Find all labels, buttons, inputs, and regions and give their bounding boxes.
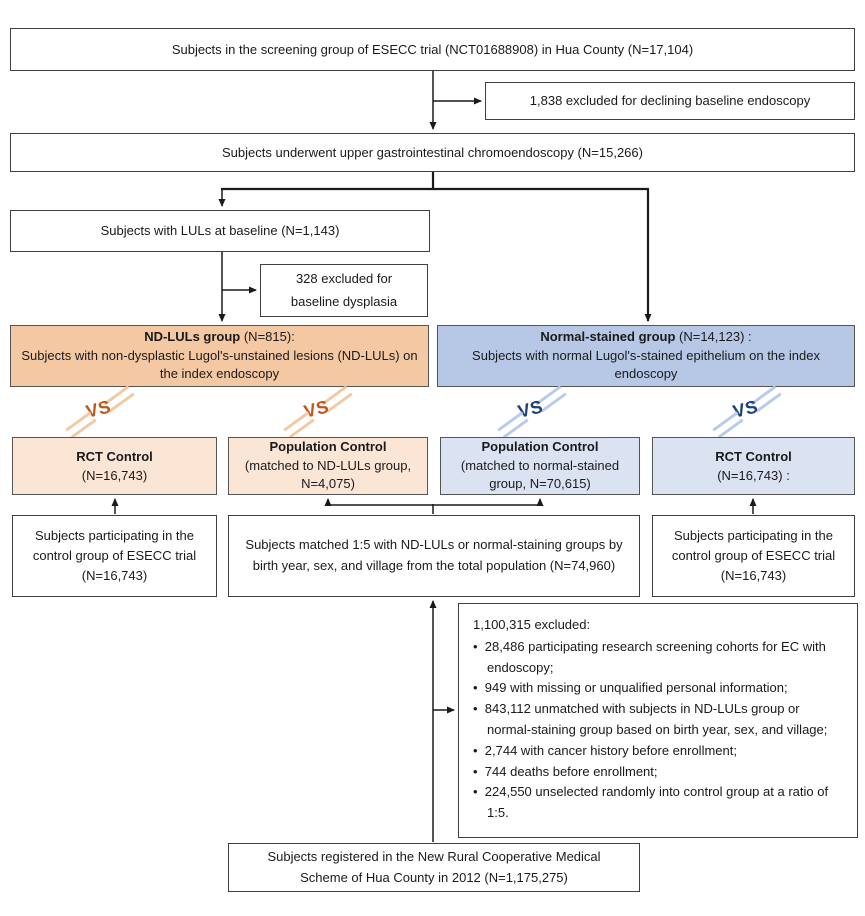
box-excluded-baseline-text: 1,838 excluded for declining baseline en…	[529, 93, 811, 109]
vs-icon: VS	[280, 385, 356, 439]
vs-icon: VS	[709, 385, 785, 439]
normal-group-title: Normal-stained group	[540, 329, 676, 345]
normal-group-body: Subjects with normal Lugol's-stained epi…	[472, 347, 820, 382]
nrcms-registry-text: Subjects registered in the New Rural Coo…	[267, 849, 601, 885]
excluded-item: 949 with missing or unqualified personal…	[473, 678, 847, 699]
excluded-dysplasia-line1: 328 excluded for	[295, 271, 393, 287]
excluded-item: 2,744 with cancer history before enrollm…	[473, 741, 847, 762]
rct-control-right-title: RCT Control	[715, 448, 792, 464]
rct-control-right-body: (N=16,743) :	[717, 468, 790, 483]
vs-stripe-icon	[283, 411, 315, 439]
excluded-item: 28,486 participating research screening …	[473, 637, 847, 679]
normal-group-title-line: Normal-stained group (N=14,123) :	[540, 328, 751, 346]
excluded-item: 744 deaths before enrollment;	[473, 762, 847, 783]
box-screening-group: Subjects in the screening group of ESECC…	[10, 28, 855, 71]
box-population-control-left: Population Control (matched to ND-LULs g…	[228, 437, 428, 495]
box-ndluls-group: ND-LULs group (N=815): Subjects with non…	[10, 325, 429, 387]
rct-control-left-body: (N=16,743)	[81, 468, 148, 483]
excluded-population-list: 28,486 participating research screening …	[473, 637, 847, 824]
box-rct-control-left: RCT Control (N=16,743)	[12, 437, 217, 495]
esecc-control-right-text: Subjects participating in the control gr…	[671, 527, 836, 584]
vs-icon: VS	[62, 385, 138, 439]
esecc-control-left-text: Subjects participating in the control gr…	[32, 527, 197, 584]
vs-stripe-icon	[497, 411, 529, 439]
pop-control-left-body: (matched to ND-LULs group, N=4,075)	[244, 457, 412, 492]
ndluls-group-body: Subjects with non-dysplastic Lugol's-uns…	[21, 347, 418, 382]
box-chromoendoscopy: Subjects underwent upper gastrointestina…	[10, 133, 855, 172]
box-screening-text: Subjects in the screening group of ESECC…	[171, 41, 694, 57]
pop-control-right-body: (matched to normal-stained group, N=70,6…	[460, 457, 620, 492]
box-chromoendoscopy-text: Subjects underwent upper gastrointestina…	[222, 144, 643, 160]
ndluls-group-title: ND-LULs group	[144, 329, 241, 345]
excluded-dysplasia-line2: baseline dysplasia	[290, 293, 398, 309]
vs-stripe-icon	[65, 411, 97, 439]
box-excluded-dysplasia: 328 excluded for baseline dysplasia	[260, 264, 428, 317]
box-nrcms-registry: Subjects registered in the New Rural Coo…	[228, 843, 640, 892]
box-luls-baseline: Subjects with LULs at baseline (N=1,143)	[10, 210, 430, 252]
box-matched-population: Subjects matched 1:5 with ND-LULs or nor…	[228, 515, 640, 597]
box-luls-baseline-text: Subjects with LULs at baseline (N=1,143)	[100, 223, 340, 239]
normal-group-title-suffix: (N=14,123) :	[675, 329, 752, 345]
matched-population-text: Subjects matched 1:5 with ND-LULs or nor…	[245, 537, 623, 573]
vs-stripe-icon	[712, 411, 744, 439]
box-normal-stained-group: Normal-stained group (N=14,123) : Subjec…	[437, 325, 855, 387]
excluded-item: 224,550 unselected randomly into control…	[473, 782, 847, 824]
ndluls-group-title-suffix: (N=815):	[240, 329, 295, 345]
box-population-control-right: Population Control (matched to normal-st…	[440, 437, 640, 495]
pop-control-left-title: Population Control	[269, 439, 387, 455]
box-excluded-baseline-endoscopy: 1,838 excluded for declining baseline en…	[485, 82, 855, 120]
ndluls-group-title-line: ND-LULs group (N=815):	[144, 328, 295, 346]
box-esecc-control-left: Subjects participating in the control gr…	[12, 515, 217, 597]
rct-control-left-title: RCT Control	[76, 448, 153, 464]
excluded-item: 843,112 unmatched with subjects in ND-LU…	[473, 699, 847, 741]
excluded-population-header: 1,100,315 excluded:	[473, 617, 591, 632]
box-esecc-control-right: Subjects participating in the control gr…	[652, 515, 855, 597]
box-excluded-population: 1,100,315 excluded: 28,486 participating…	[458, 603, 858, 838]
vs-icon: VS	[494, 385, 570, 439]
box-rct-control-right: RCT Control (N=16,743) :	[652, 437, 855, 495]
pop-control-right-title: Population Control	[481, 439, 599, 455]
